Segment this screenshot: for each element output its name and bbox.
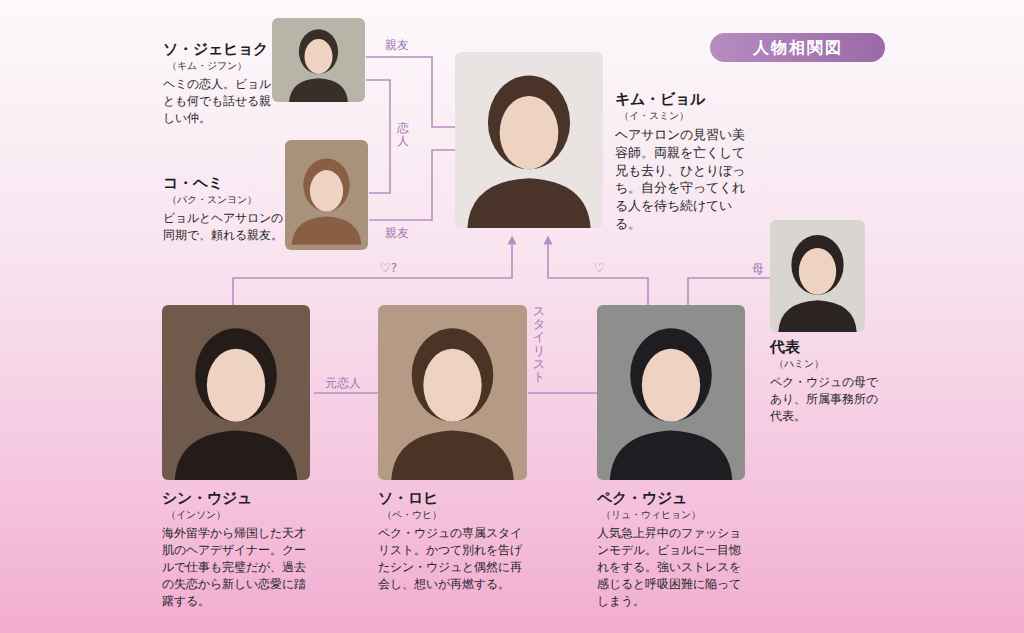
character-note: 人気急上昇中のファッションモデル。ビョルに一目惚れをする。強いストレスを感じると…	[597, 525, 747, 610]
relation-line	[688, 278, 770, 305]
portrait-photo	[455, 52, 603, 228]
character-card: ソ・ジェヒョク（キム・ジフン） ヘミの恋人。ビョルとも何でも話せる親しい仲。	[160, 18, 366, 130]
actor-name: （キム・ジフン）	[163, 59, 271, 73]
actor-name: （リュ・ウィヒョン）	[597, 508, 747, 522]
relation-line	[548, 243, 648, 306]
chart-title: 人物相関図	[710, 33, 885, 62]
actor-name: （インソン）	[162, 508, 314, 522]
character-card: コ・ヘミ（パク・スンヨン） ビョルとヘアサロンの同期で、頼れる親友。	[160, 140, 369, 252]
relation-line	[528, 392, 597, 394]
relation-connector	[366, 80, 390, 193]
portrait-figure	[175, 328, 298, 480]
portrait-photo	[272, 18, 365, 102]
character-text: キム・ビョル（イ・スミン） ヘアサロンの見習い美容師。両親を亡くして兄も去り、ひと…	[615, 90, 752, 233]
character-name: シン・ウジュ	[162, 489, 314, 508]
character-text: ペク・ウジュ（リュ・ウィヒョン） 人気急上昇中のファッションモデル。ビョルに一目惚…	[597, 489, 747, 610]
relation-line	[366, 57, 455, 127]
character-note: ペク・ウジュの母であり、所属事務所の代表。	[770, 374, 882, 425]
actor-name: （ハミン）	[770, 357, 882, 371]
portrait-figure	[391, 328, 514, 480]
portrait-figure	[289, 29, 348, 102]
character-card: ペク・ウジュ（リュ・ウィヒョン） 人気急上昇中のファッションモデル。ビョルに一目惚…	[597, 305, 747, 615]
portrait-figure	[610, 328, 733, 480]
character-name: キム・ビョル	[615, 90, 752, 109]
character-name: 代表	[770, 338, 882, 357]
character-note: 海外留学から帰国した天才肌のヘアデザイナー。クールで仕事も完璧だが、過去の失恋か…	[162, 525, 314, 610]
relation-connector	[366, 57, 455, 127]
relation-label: 母	[752, 262, 764, 276]
portrait-figure	[778, 235, 856, 332]
relation-label: 親友	[385, 38, 409, 52]
portrait-photo	[597, 305, 745, 480]
portrait-photo	[162, 305, 310, 480]
character-card: ソ・ロヒ（ペ・ウヒ） ペク・ウジュの専属スタイリスト。かつて別れを告げたシン・ウジ…	[378, 305, 528, 615]
character-note: ビョルとヘアサロンの同期で、頼れる親友。	[163, 210, 283, 244]
actor-name: （イ・スミン）	[615, 109, 752, 123]
actor-name: （パク・スンヨン）	[163, 193, 283, 207]
relation-connector	[369, 150, 455, 220]
character-text: ソ・ロヒ（ペ・ウヒ） ペク・ウジュの専属スタイリスト。かつて別れを告げたシン・ウジ…	[378, 489, 528, 593]
actor-name: （ペ・ウヒ）	[378, 508, 528, 522]
character-note: ヘアサロンの見習い美容師。両親を亡くして兄も去り、ひとりぼっち。自分を守ってくれ…	[615, 126, 752, 233]
arrow-head	[544, 236, 553, 245]
relation-label: ♡	[594, 261, 605, 275]
portrait-photo	[285, 140, 368, 250]
character-text: 代表（ハミン） ペク・ウジュの母であり、所属事務所の代表。	[770, 338, 882, 425]
relation-line	[233, 243, 512, 306]
relation-connector	[688, 278, 770, 305]
character-name: ソ・ジェヒョク	[163, 40, 271, 59]
character-text: シン・ウジュ（インソン） 海外留学から帰国した天才肌のヘアデザイナー。クールで仕事…	[162, 489, 314, 610]
portrait-figure	[467, 75, 590, 228]
portrait-figure	[292, 158, 362, 244]
character-note: ペク・ウジュの専属スタイリスト。かつて別れを告げたシン・ウジュと偶然に再会し、想…	[378, 525, 528, 593]
relation-label: 親友	[385, 226, 409, 240]
relation-connector	[528, 393, 597, 394]
character-text: ソ・ジェヒョク（キム・ジフン） ヘミの恋人。ビョルとも何でも話せる親しい仲。	[163, 40, 271, 127]
arrow-head	[508, 236, 517, 245]
relation-connector	[544, 236, 649, 306]
relation-line	[369, 150, 455, 220]
character-name: ソ・ロヒ	[378, 489, 528, 508]
character-note: ヘミの恋人。ビョルとも何でも話せる親しい仲。	[163, 76, 271, 127]
character-card: キム・ビョル（イ・スミン） ヘアサロンの見習い美容師。両親を亡くして兄も去り、ひと…	[455, 52, 752, 236]
relation-connector	[314, 393, 378, 394]
character-card: シン・ウジュ（インソン） 海外留学から帰国した天才肌のヘアデザイナー。クールで仕事…	[162, 305, 314, 615]
relation-connector	[233, 236, 517, 306]
relation-label: スタイリスト	[533, 305, 545, 384]
portrait-photo	[378, 305, 527, 480]
character-card: 代表（ハミン） ペク・ウジュの母であり、所属事務所の代表。	[770, 220, 882, 430]
relation-line	[366, 80, 390, 193]
relation-label: 恋人	[397, 122, 409, 148]
relation-label: ♡?	[380, 261, 397, 275]
portrait-photo	[770, 220, 865, 332]
character-text: コ・ヘミ（パク・スンヨン） ビョルとヘアサロンの同期で、頼れる親友。	[163, 174, 283, 244]
relation-line	[314, 392, 378, 394]
relation-label: 元恋人	[325, 376, 361, 390]
character-name: ペク・ウジュ	[597, 489, 747, 508]
character-name: コ・ヘミ	[163, 174, 283, 193]
